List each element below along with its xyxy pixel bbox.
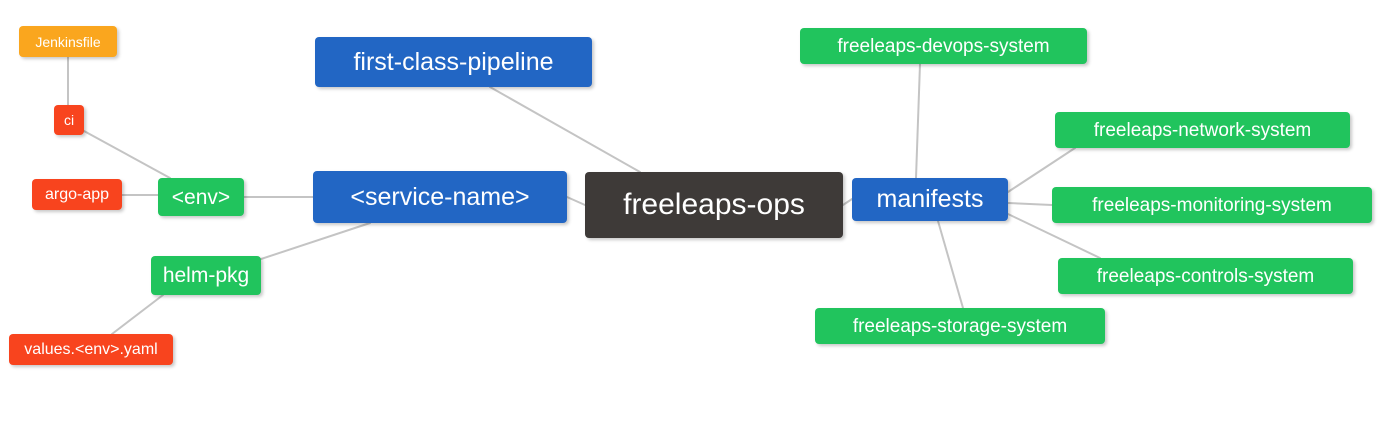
edge-helm-pkg-to-values-env-yaml: [111, 294, 164, 335]
node-freeleaps-monitoring-system[interactable]: freeleaps-monitoring-system: [1052, 187, 1372, 223]
edge-freeleaps-ops-to-manifests: [842, 198, 853, 206]
edge-manifests-to-freeleaps-monitoring-system: [1007, 202, 1053, 206]
node-service-name[interactable]: <service-name>: [313, 171, 567, 223]
edge-ci-to-env: [83, 130, 171, 179]
node-jenkinsfile[interactable]: Jenkinsfile: [19, 26, 117, 57]
node-ci[interactable]: ci: [54, 105, 84, 135]
node-freeleaps-controls-system[interactable]: freeleaps-controls-system: [1058, 258, 1353, 294]
node-freeleaps-storage-system[interactable]: freeleaps-storage-system: [815, 308, 1105, 344]
node-env[interactable]: <env>: [158, 178, 244, 216]
node-helm-pkg[interactable]: helm-pkg: [151, 256, 261, 295]
node-values-env-yaml[interactable]: values.<env>.yaml: [9, 334, 173, 365]
node-freeleaps-ops[interactable]: freeleaps-ops: [585, 172, 843, 238]
edge-service-name-to-freeleaps-ops: [566, 196, 586, 206]
node-freeleaps-network-system[interactable]: freeleaps-network-system: [1055, 112, 1350, 148]
edge-manifests-to-freeleaps-network-system: [1007, 147, 1076, 193]
edge-service-name-to-helm-pkg: [251, 222, 371, 263]
edge-first-class-pipeline-to-freeleaps-ops: [489, 86, 641, 173]
node-argo-app[interactable]: argo-app: [32, 179, 122, 210]
node-freeleaps-devops-system[interactable]: freeleaps-devops-system: [800, 28, 1087, 64]
node-first-class-pipeline[interactable]: first-class-pipeline: [315, 37, 592, 87]
edge-manifests-to-freeleaps-devops-system: [915, 63, 921, 179]
node-manifests[interactable]: manifests: [852, 178, 1008, 221]
edge-manifests-to-freeleaps-storage-system: [937, 220, 964, 309]
